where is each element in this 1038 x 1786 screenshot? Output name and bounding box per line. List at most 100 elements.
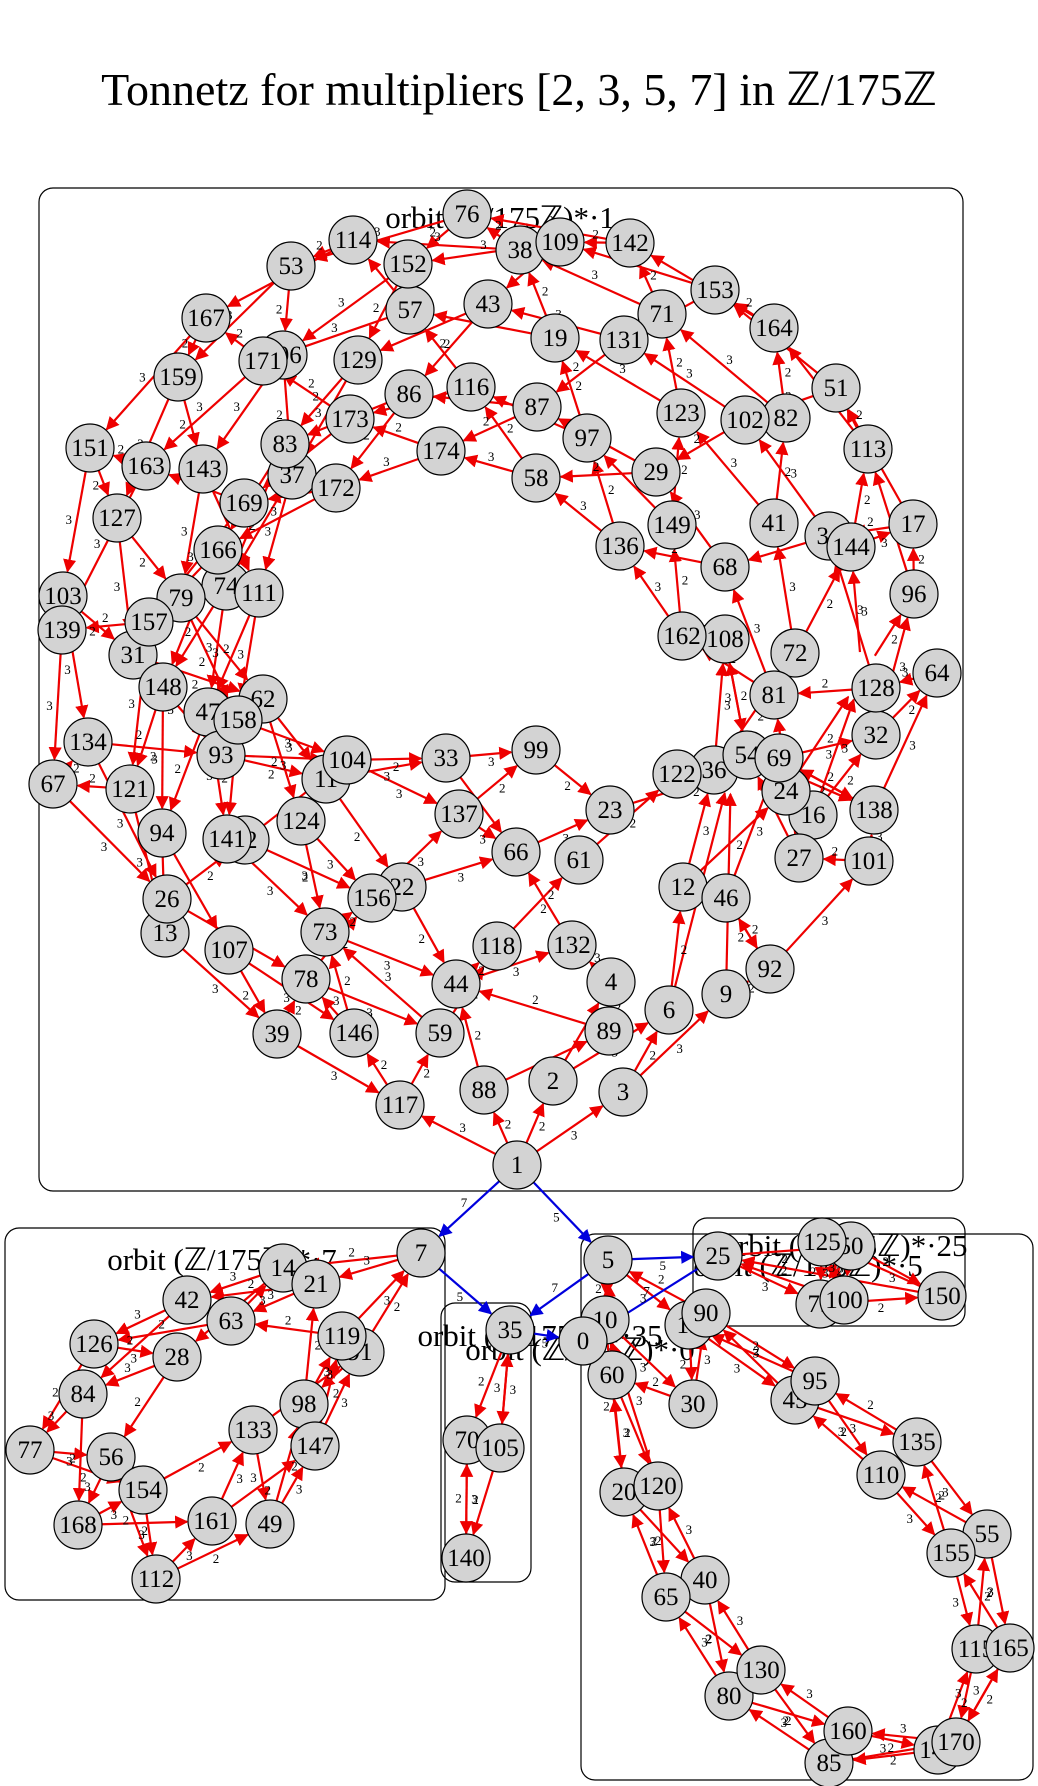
node-label-93: 93 [209, 742, 234, 769]
node-101: 101 [844, 836, 894, 886]
node-label-102: 102 [726, 407, 764, 434]
edge-label-93-11: 2 [268, 767, 275, 782]
edge-50-100 [842, 1262, 856, 1277]
edge-label-34-102: 3 [791, 466, 798, 481]
edge-49-147 [281, 1466, 304, 1504]
edge-167-159 [187, 339, 200, 356]
edge-43-86 [424, 321, 473, 377]
node-label-139: 139 [43, 617, 81, 644]
edge-label-1-3: 3 [571, 1127, 578, 1142]
edge-label-168-154: 3 [111, 1507, 118, 1522]
node-label-35: 35 [498, 1317, 523, 1344]
edge-label-112-161: 3 [186, 1548, 193, 1563]
edge-label-148-94: 3 [151, 751, 158, 766]
node-160: 160 [823, 1706, 873, 1756]
edge-41-82 [775, 441, 789, 500]
edge-label-19-38: 2 [542, 284, 549, 299]
node-57: 57 [385, 285, 435, 335]
edge-37-74 [237, 495, 281, 566]
edge-label-22-66: 3 [458, 869, 465, 884]
node-label-64: 64 [925, 660, 951, 687]
edge-107-39 [239, 970, 266, 1014]
node-29: 29 [631, 447, 681, 497]
edge-46-92 [737, 917, 758, 949]
node-label-79: 79 [169, 585, 194, 612]
edge-label-78-59: 3 [366, 1005, 373, 1020]
node-162: 162 [657, 611, 707, 661]
edge-label-40-120: 3 [686, 1522, 693, 1537]
edge-label-61-122: 2 [630, 815, 637, 830]
node-label-73: 73 [313, 919, 338, 946]
node-label-57: 57 [398, 297, 423, 324]
node-132: 132 [547, 920, 597, 970]
edge-label-37-111: 3 [265, 523, 272, 538]
edge-1-5 [532, 1181, 592, 1243]
node-label-171: 171 [244, 348, 282, 375]
edge-146-73 [328, 954, 349, 1011]
edge-32-64 [892, 689, 921, 719]
edge-label-168-161: 2 [141, 1523, 148, 1538]
edge-121-67 [76, 779, 107, 793]
edge-3-6 [633, 1030, 658, 1072]
edge-label-75-150: 2 [878, 1300, 885, 1315]
edge-label-77-56: 3 [66, 1453, 73, 1468]
edge-label-113-51: 2 [856, 407, 863, 422]
node-77: 77 [5, 1425, 55, 1475]
node-label-128: 128 [857, 675, 895, 702]
edge-label-120-10: 3 [636, 1393, 643, 1408]
node-label-121: 121 [111, 776, 149, 803]
edge-label-152-129: 2 [373, 300, 380, 315]
edge-98-119 [314, 1356, 331, 1384]
edge-label-140-70: 3 [471, 1492, 478, 1507]
edge-label-9-92: 2 [748, 981, 755, 996]
edge-58-116 [484, 406, 523, 460]
edge-label-119-7: 3 [384, 1292, 391, 1307]
edge-5-25 [631, 1250, 695, 1264]
edge-label-128-34: 3 [857, 602, 864, 617]
node-97: 97 [562, 413, 612, 463]
edge-128-34 [833, 558, 870, 666]
node-label-7: 7 [415, 1240, 428, 1267]
node-51: 51 [811, 363, 861, 413]
edge-130-40 [717, 1600, 750, 1651]
node-124: 124 [276, 796, 326, 846]
edge-label-109-152: 3 [480, 237, 487, 252]
node-label-69: 69 [767, 745, 792, 772]
node-49: 49 [245, 1499, 295, 1549]
edge-label-128-81: 2 [822, 675, 829, 690]
edge-label-67-26: 3 [101, 839, 108, 854]
edge-129-37 [303, 380, 348, 455]
edge-1-3 [536, 1105, 604, 1153]
node-label-38: 38 [508, 237, 533, 264]
node-142: 142 [605, 218, 655, 268]
edge-111-158 [237, 616, 257, 697]
edge-11-22 [338, 797, 389, 868]
node-label-166: 166 [199, 537, 237, 564]
edge-111-47 [216, 614, 251, 691]
node-label-160: 160 [829, 1718, 867, 1745]
edge-label-3-6: 2 [649, 1047, 656, 1062]
edge-152-106 [302, 277, 390, 342]
edge-112-161 [171, 1538, 196, 1563]
node-label-132: 132 [553, 932, 591, 959]
edge-6-12 [670, 910, 686, 987]
edge-101-27 [822, 852, 846, 867]
node-27: 27 [774, 833, 824, 883]
edge-135-95 [835, 1392, 897, 1431]
edge-label-28-84: 3 [124, 1360, 131, 1375]
edge-label-80-160: 2 [783, 1713, 790, 1728]
node-156: 156 [347, 873, 397, 923]
node-label-140: 140 [447, 1545, 485, 1572]
edge-label-25-50: 2 [781, 1251, 788, 1266]
node-label-131: 131 [605, 327, 643, 354]
edge-label-25-75: 3 [762, 1279, 769, 1294]
edge-161-133 [220, 1451, 244, 1500]
edge-label-174-172: 3 [383, 454, 390, 469]
edge-label-58-116: 2 [507, 420, 514, 435]
edge-58-174 [463, 454, 514, 473]
edge-66-23 [537, 819, 589, 844]
edge-53-106 [279, 289, 293, 332]
edge-65-130 [684, 1610, 743, 1656]
edge-label-105-35: 3 [510, 1382, 517, 1397]
edge-168-161 [101, 1515, 189, 1529]
